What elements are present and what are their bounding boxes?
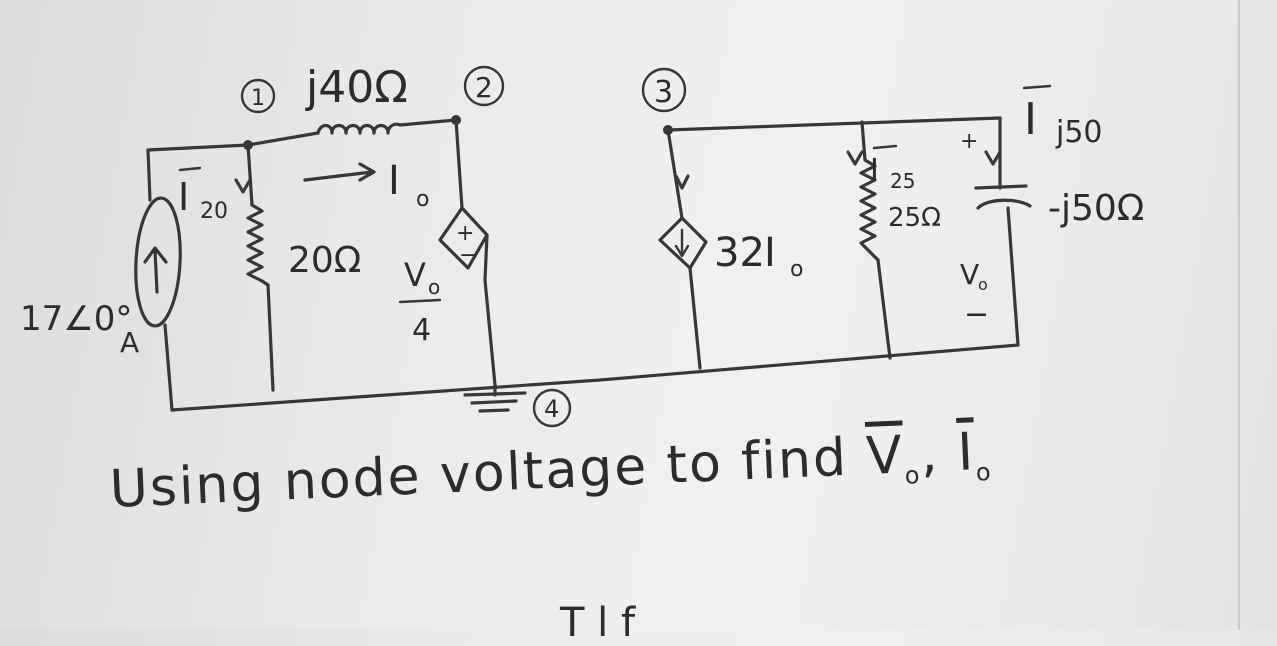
i25-label: I 25: [870, 144, 915, 193]
svg-text:I: I: [764, 230, 776, 276]
svg-text:I: I: [1024, 94, 1037, 145]
cut-off-text: T l f: [560, 600, 636, 646]
wire-left-vertical-top: [146, 148, 152, 202]
svg-text:V: V: [404, 256, 426, 294]
wire-left-vertical-bottom: [163, 323, 174, 412]
wire-depV-down: [483, 278, 497, 387]
svg-text:o: o: [416, 187, 429, 212]
node-2-dot: [451, 115, 461, 125]
dep-current-source-symbol: [658, 216, 708, 270]
resistor-25-label: 25Ω: [888, 203, 941, 233]
resistor-20-label: 20Ω: [288, 240, 361, 281]
notebook-page-edge: [1238, 0, 1240, 630]
svg-text:1: 1: [251, 86, 265, 111]
svg-text:4: 4: [412, 313, 431, 348]
i25-arrow: [846, 150, 864, 166]
wire-node3-top: [666, 116, 1002, 132]
wire-res25-bottom: [876, 258, 892, 360]
svg-text:3: 3: [654, 75, 673, 110]
wire-inductor-to-node2: [398, 118, 458, 127]
capacitor-symbol: [974, 184, 1032, 210]
node-1-dot: [243, 140, 253, 150]
i20-arrow: [234, 178, 252, 194]
node-4-label: 4: [532, 388, 572, 428]
current-source-arrow: [143, 246, 168, 294]
svg-text:−: −: [964, 297, 989, 332]
node-2-label: 2: [463, 65, 505, 107]
io-label: I o: [388, 158, 429, 212]
wire-node1-down: [246, 143, 254, 207]
svg-text:o: o: [428, 275, 440, 299]
node-3-label: 3: [641, 67, 687, 113]
dep-voltage-source-label: V o 4: [398, 256, 442, 348]
resistor-20-symbol: [246, 203, 270, 287]
ij50-label: I j50: [1022, 84, 1103, 150]
dep-current-source-label: 32 I o: [714, 230, 803, 282]
node-1-label: 1: [240, 78, 276, 114]
resistor-25-symbol: [859, 158, 880, 262]
current-source-symbol: [134, 196, 182, 328]
dep-voltage-source-symbol: [438, 206, 489, 282]
vo-polarity-label: + V o −: [960, 129, 989, 332]
dep-current-source-arrow: [674, 228, 690, 258]
svg-text:o: o: [790, 257, 803, 282]
dep-voltage-plus: +: [456, 221, 474, 246]
svg-text:20: 20: [200, 199, 228, 224]
circuit-diagram: + − 1 2 3 4 j40Ω 20Ω 25Ω -j50Ω 17∠0° A V: [20, 62, 1144, 428]
caption-v: V: [865, 425, 906, 487]
svg-text:o: o: [978, 275, 988, 294]
svg-text:j50: j50: [1055, 115, 1103, 150]
svg-text:V: V: [960, 258, 979, 291]
svg-text:32: 32: [714, 230, 765, 276]
caption-sep: ,: [919, 423, 941, 485]
svg-text:+: +: [960, 129, 978, 154]
wire-bottom: [170, 343, 1020, 412]
current-source-label: 17∠0°: [20, 299, 132, 339]
node3-down-arrow: [674, 174, 690, 190]
wire-cap-bottom: [1006, 206, 1020, 347]
caption-i: I: [956, 422, 977, 483]
capacitor-label: -j50Ω: [1048, 188, 1144, 229]
wire-node2-down: [454, 118, 464, 210]
dep-voltage-minus: −: [459, 243, 477, 268]
svg-text:I: I: [870, 153, 879, 188]
inductor-symbol: [316, 122, 402, 135]
inductor-label: j40Ω: [305, 62, 408, 113]
i20-label: I 20: [178, 166, 228, 224]
caption-i-sub: o: [975, 457, 994, 487]
svg-text:4: 4: [544, 395, 559, 423]
wire-node3-down: [666, 128, 684, 220]
wire-node1-to-inductor: [246, 131, 320, 147]
svg-text:2: 2: [475, 71, 493, 104]
ij50-arrow: [984, 150, 1002, 166]
caption-v-sub: o: [904, 460, 923, 490]
ground-symbol: [463, 383, 527, 413]
wire-depI-down: [688, 266, 702, 370]
svg-text:25: 25: [890, 169, 915, 193]
wire-left-top: [146, 143, 250, 152]
current-source-unit: A: [120, 326, 139, 359]
svg-text:I: I: [178, 175, 189, 219]
svg-text:I: I: [388, 158, 400, 204]
io-arrow: [303, 162, 376, 182]
wire-res20-down: [266, 283, 275, 392]
wire-res25-top: [860, 120, 867, 162]
